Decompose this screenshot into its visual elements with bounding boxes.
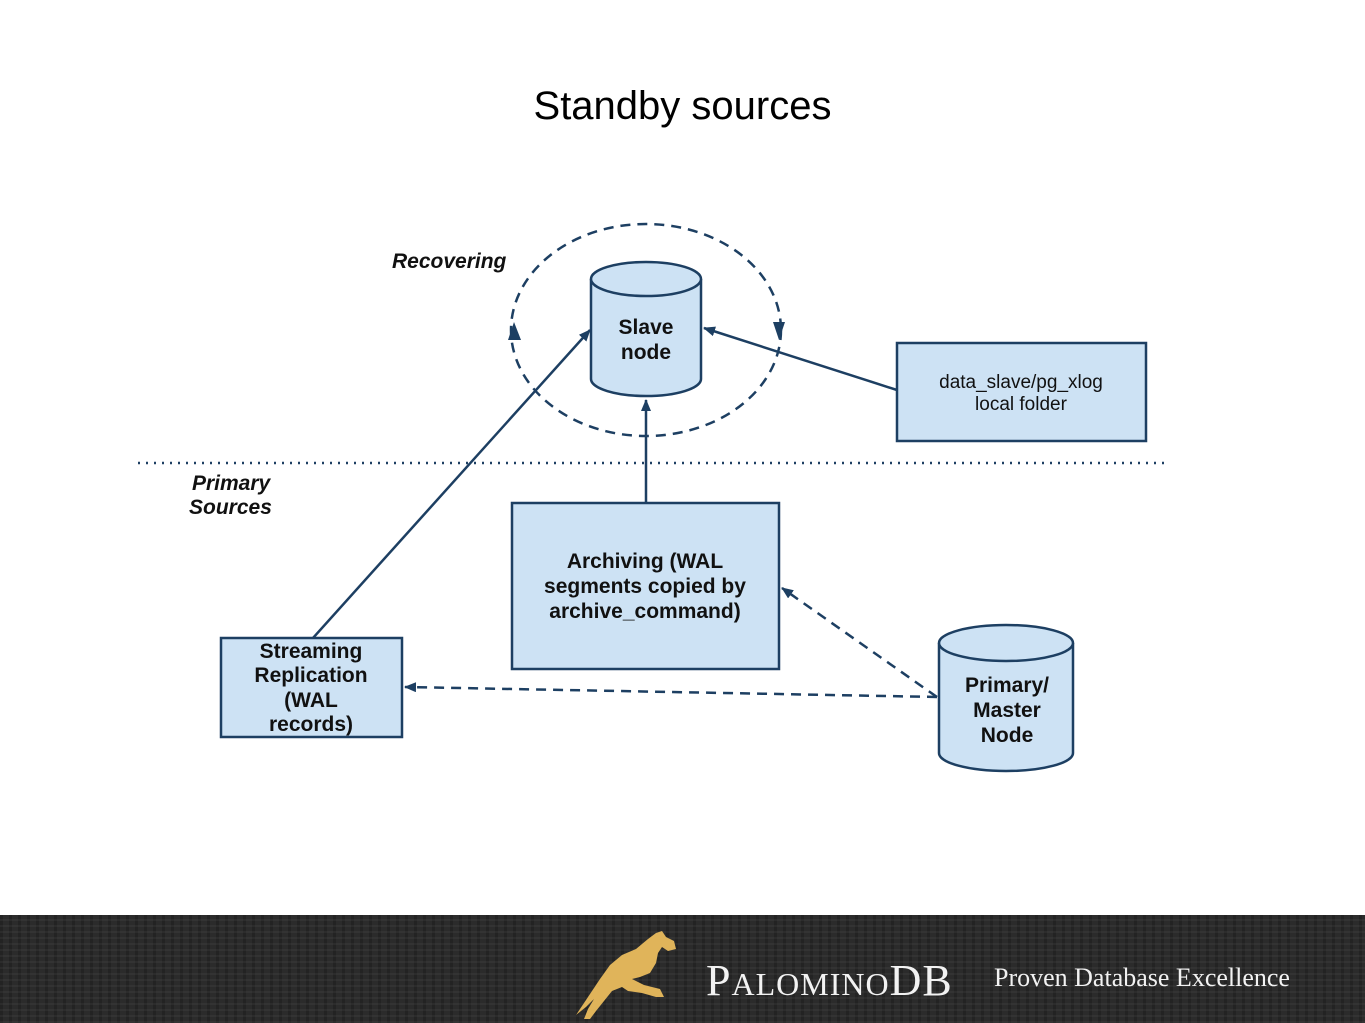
diagram: Recovering Primary Sources Slave node da… xyxy=(138,222,1170,773)
primary-sources-label-line1: Primary xyxy=(192,472,272,495)
brand-name-smallcaps: ALOMINO xyxy=(731,966,890,1002)
primary-master-node: Primary/ Master Node xyxy=(937,623,1075,773)
brand-name: PALOMINODB xyxy=(706,955,953,1006)
edge-streaming-to-slave xyxy=(312,329,591,639)
slave-node-label-1: Slave xyxy=(619,316,674,339)
brand-tagline: Proven Database Excellence xyxy=(994,963,1290,992)
slave-node-label-2: node xyxy=(621,341,671,364)
slave-node: Slave node xyxy=(589,260,703,398)
footer-bar: PALOMINODB Proven Database Excellence xyxy=(0,915,1365,1023)
edge-primary-to-streaming xyxy=(404,682,938,699)
archiving-label-1: Archiving (WAL xyxy=(567,550,724,573)
edge-xlog-to-slave xyxy=(703,326,898,392)
archiving-label-3: archive_command) xyxy=(549,600,740,623)
streaming-label-4: records) xyxy=(269,713,353,736)
primary-sources-label-line2: Sources xyxy=(189,496,272,519)
streaming-label-1: Streaming xyxy=(260,640,363,663)
xlog-folder-label-1: data_slave/pg_xlog xyxy=(939,372,1103,393)
brand-name-suffix: DB xyxy=(889,956,953,1005)
edge-primary-to-archiving xyxy=(781,586,938,699)
archiving-box: Archiving (WAL segments copied by archiv… xyxy=(510,501,781,671)
recovering-arrow-left xyxy=(508,322,521,340)
streaming-label-3: (WAL xyxy=(284,689,338,712)
recovering-arrow-right xyxy=(773,322,785,340)
horse-logo-icon xyxy=(576,931,676,1019)
primary-node-label-1: Primary/ xyxy=(965,674,1049,697)
archiving-label-2: segments copied by xyxy=(544,575,746,598)
recovering-label: Recovering xyxy=(392,250,507,273)
streaming-replication-box: Streaming Replication (WAL records) xyxy=(219,636,404,739)
primary-node-label-2: Master xyxy=(973,699,1041,722)
xlog-folder-label-2: local folder xyxy=(975,394,1068,415)
streaming-label-2: Replication xyxy=(254,664,367,687)
xlog-folder-box: data_slave/pg_xlog local folder xyxy=(895,341,1148,443)
primary-node-label-3: Node xyxy=(981,724,1034,747)
slide-title: Standby sources xyxy=(533,84,832,128)
brand-name-initial: P xyxy=(706,956,732,1005)
